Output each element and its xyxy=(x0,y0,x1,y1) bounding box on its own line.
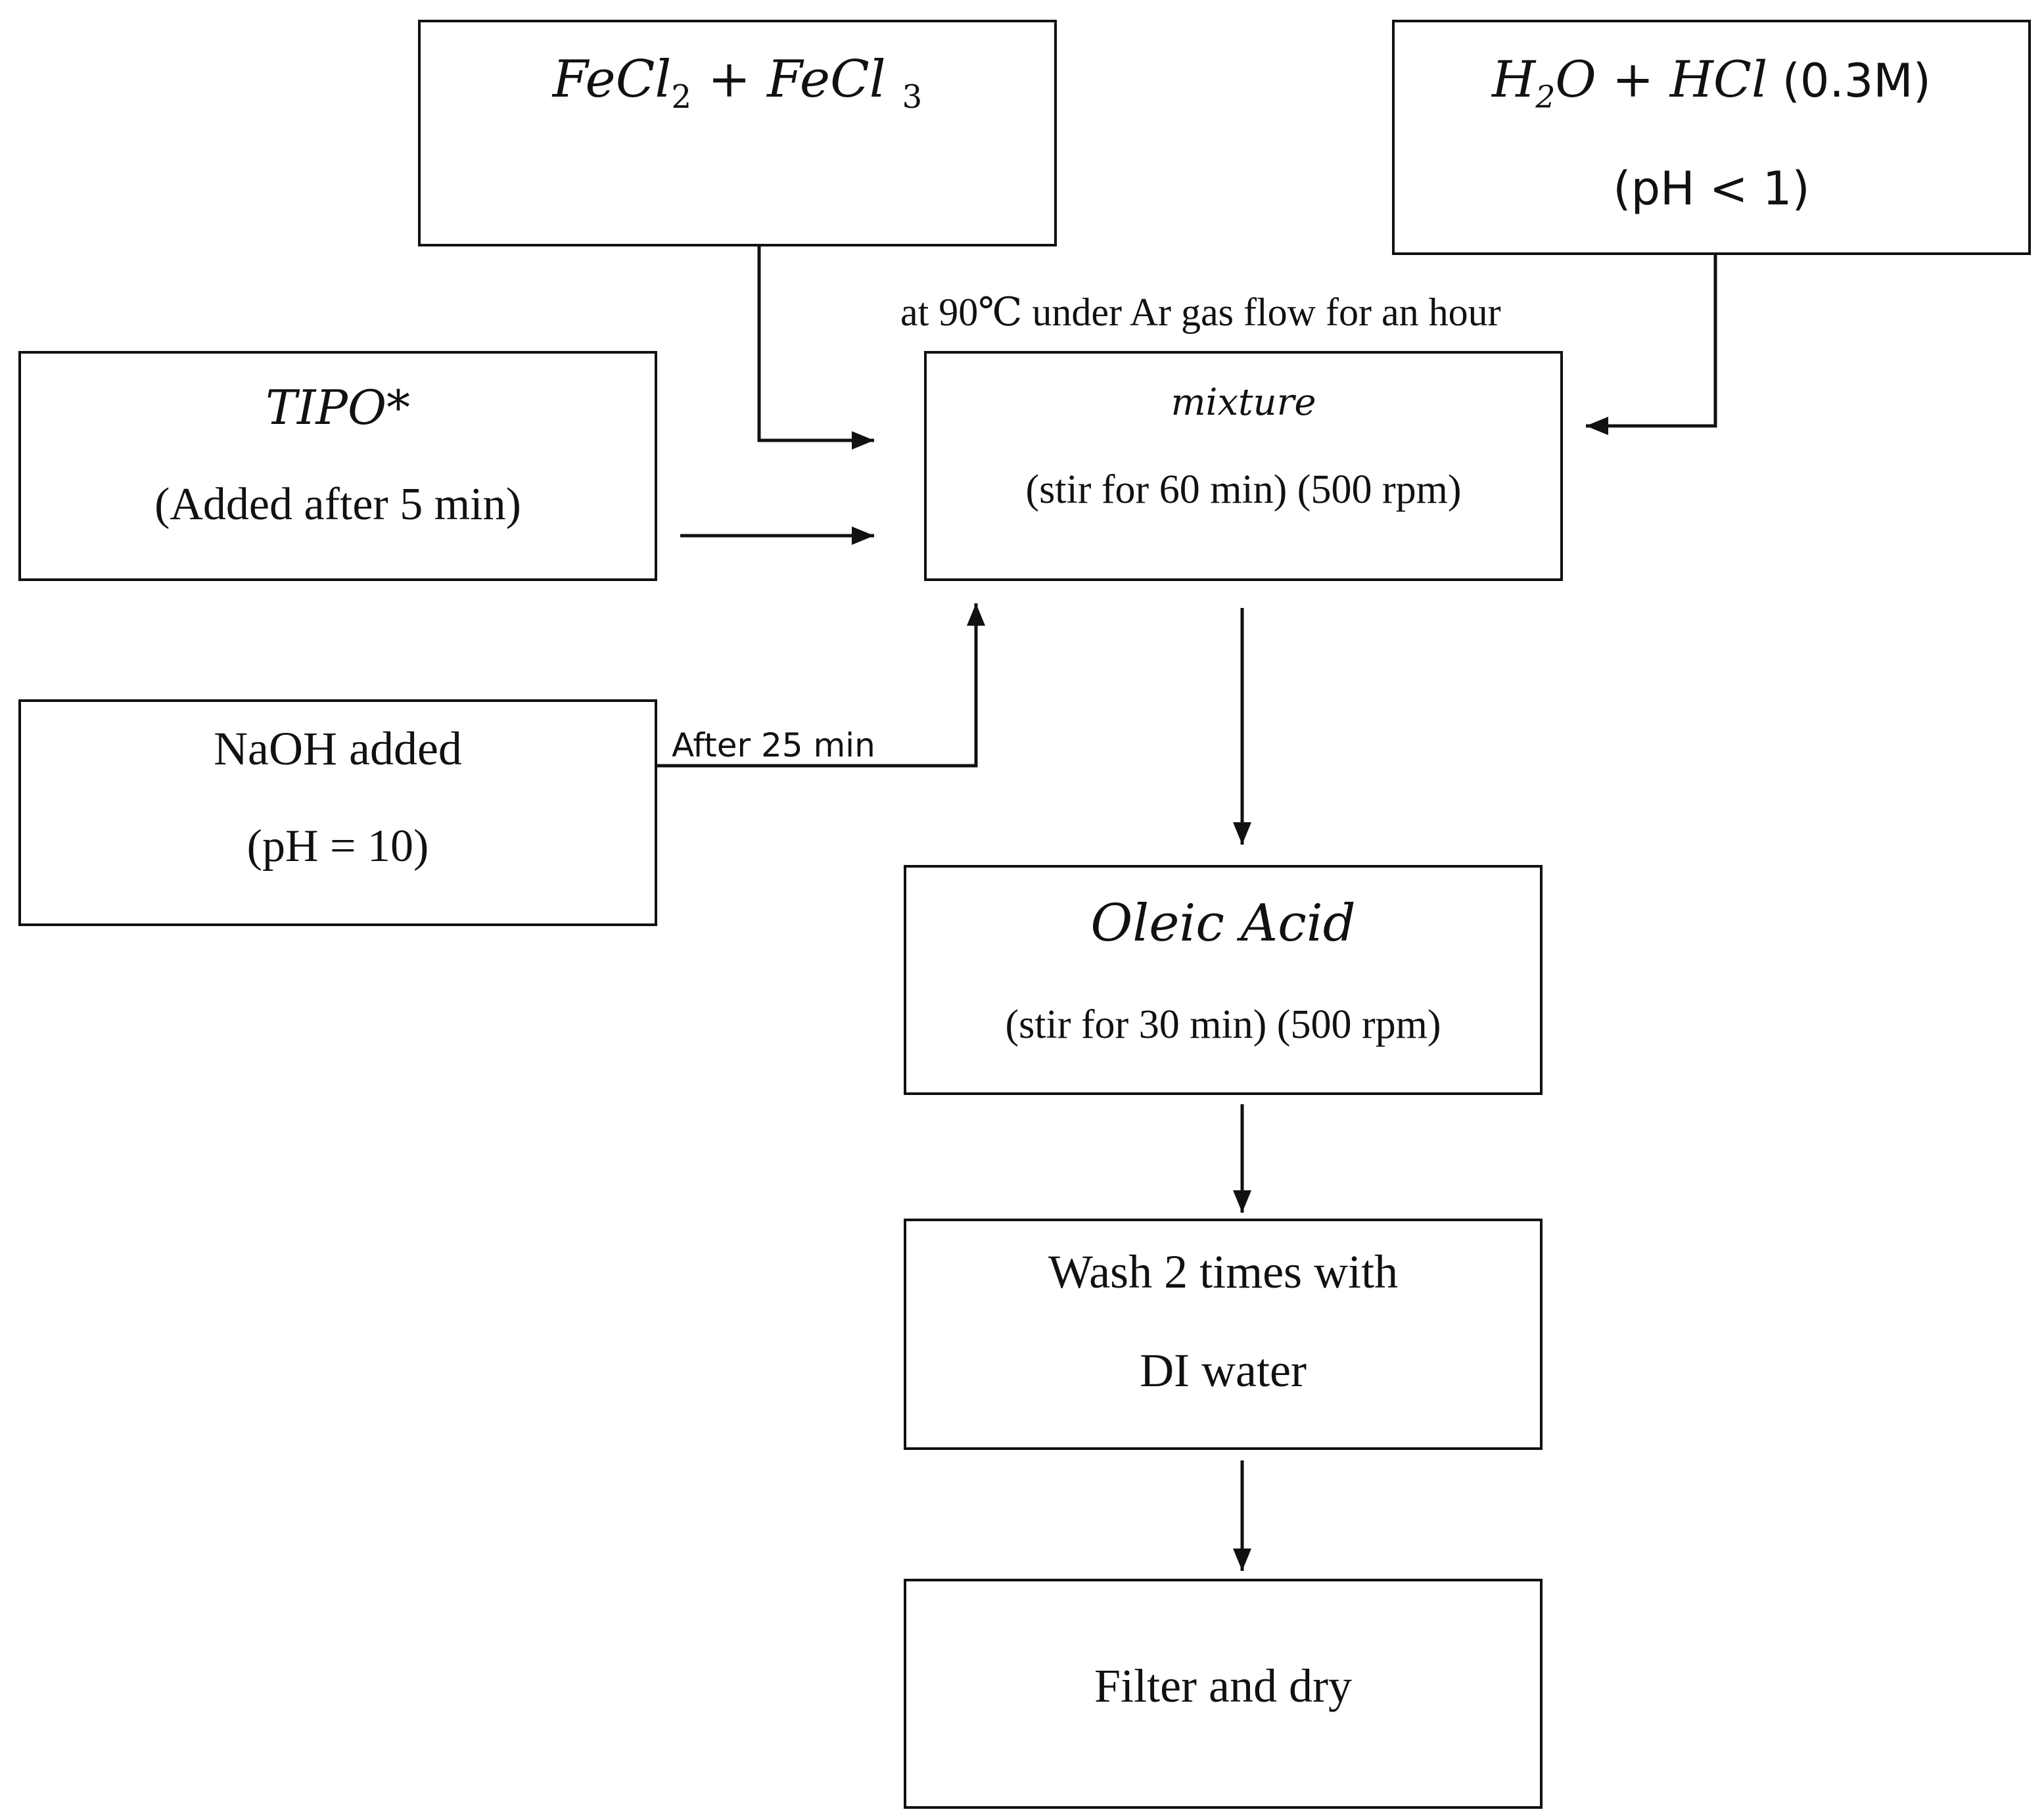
reaction-condition-label: at 90℃ under Ar gas flow for an hour xyxy=(900,291,1501,334)
arrow-iron-salts-to-mixture xyxy=(757,246,874,450)
fecl3-subscript: 3 xyxy=(902,78,923,116)
tipo-label: TIPO* xyxy=(266,380,410,435)
acid-solution-label: H2O + HCl (0.3M) xyxy=(1395,50,2028,115)
wash-label: Wash 2 times with xyxy=(1048,1246,1399,1298)
filter-label: Filter and dry xyxy=(1094,1660,1352,1712)
water-h: H xyxy=(1492,50,1536,108)
mixture-box: mixture (stir for 60 min) (500 rpm) xyxy=(924,351,1563,581)
tipo-box: TIPO* (Added after 5 min) xyxy=(18,351,657,581)
acid-concentration: (0.3M) xyxy=(1767,54,1931,108)
naoh-label: NaOH added xyxy=(214,722,462,775)
iron-salts-label: FeCl2 + FeCl 3 xyxy=(421,50,1054,116)
iron-salts-box: FeCl2 + FeCl 3 xyxy=(418,20,1057,246)
fecl2-subscript: 2 xyxy=(671,78,692,116)
fecl2-text: FeCl xyxy=(552,50,672,109)
oleic-acid-box: Oleic Acid (stir for 30 min) (500 rpm) xyxy=(904,865,1543,1095)
naoh-ph: (pH = 10) xyxy=(246,821,429,872)
acid-solution-box: H2O + HCl (0.3M) (pH < 1) xyxy=(1392,20,2031,255)
filter-box: Filter and dry xyxy=(904,1579,1543,1809)
water-hcl-text: O + HCl xyxy=(1555,50,1768,108)
water-subscript: 2 xyxy=(1535,79,1556,116)
tipo-note: (Added after 5 min) xyxy=(154,479,521,530)
mixture-label: mixture xyxy=(1171,381,1316,424)
mixture-note: (stir for 60 min) (500 rpm) xyxy=(1025,467,1462,512)
plus-sign: + xyxy=(691,50,768,109)
arrow-naoh-to-mixture xyxy=(657,603,985,768)
fecl3-text: FeCl xyxy=(767,50,902,109)
acid-ph: (pH < 1) xyxy=(1613,162,1810,216)
wash-box: Wash 2 times with DI water xyxy=(904,1219,1543,1450)
arrow-acid-to-mixture xyxy=(1586,255,1717,435)
oleic-acid-note: (stir for 30 min) (500 rpm) xyxy=(1005,1002,1441,1047)
naoh-timing-label: After 25 min xyxy=(672,726,875,764)
oleic-acid-label: Oleic Acid xyxy=(1090,894,1356,953)
naoh-box: NaOH added (pH = 10) xyxy=(18,699,657,926)
wash-water-label: DI water xyxy=(1140,1344,1307,1397)
